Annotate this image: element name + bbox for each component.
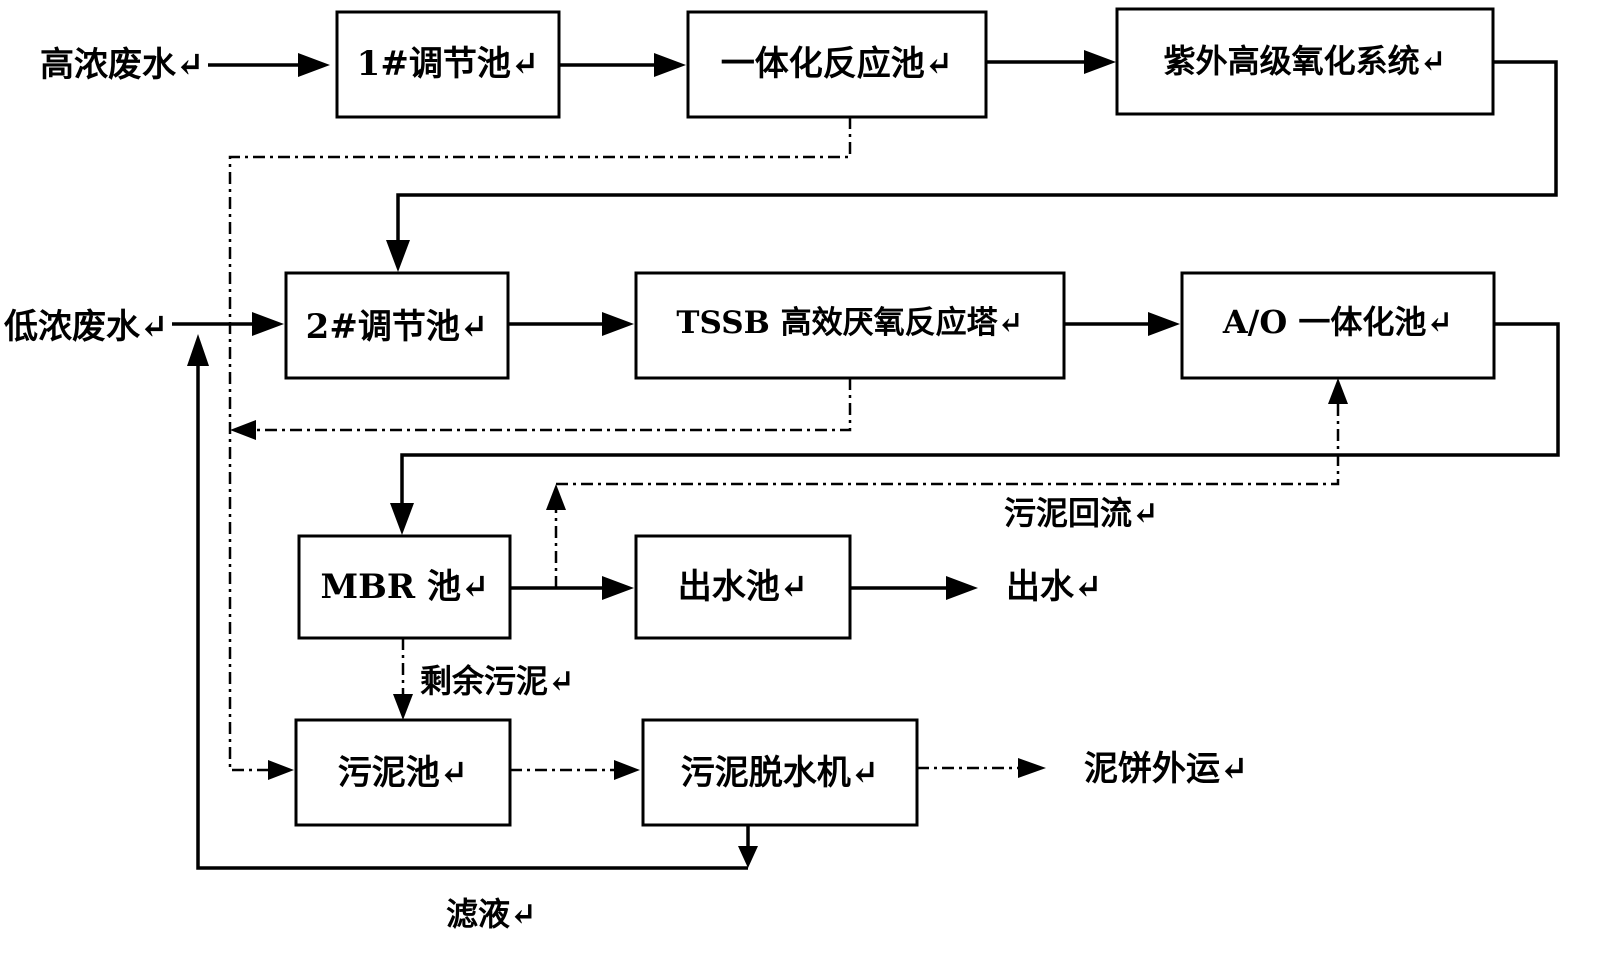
flow-tank2-to-tssb	[508, 312, 634, 336]
tank1-label: 1#调节池↵	[357, 44, 540, 84]
box-tank2: 2#调节池↵	[284, 271, 510, 380]
high-conc-wastewater-label: 高浓废水↵	[40, 45, 205, 85]
sludge-dewatering-machine-label: 污泥脱水机↵	[681, 753, 880, 793]
box-tssb-reactor: TSSB 高效厌氧反应塔↵	[634, 271, 1066, 380]
tssb-reactor-label: TSSB 高效厌氧反应塔↵	[676, 305, 1023, 341]
low-conc-wastewater-label: 低浓废水↵	[4, 307, 169, 347]
flow-excess-sludge	[393, 638, 413, 720]
flow-tssb-sludge-down	[230, 378, 852, 440]
flow-sludge-return-to-ao	[546, 378, 1348, 588]
effluent-label: 出水↵	[1006, 567, 1103, 607]
flow-dewatering-to-cake	[917, 758, 1046, 778]
sludge-tank-label: 污泥池↵	[338, 753, 469, 793]
box-uv-advanced-oxidation: 紫外高级氧化系统↵	[1115, 7, 1495, 116]
box-tank1: 1#调节池↵	[335, 10, 561, 119]
mbr-tank-label: MBR 池↵	[321, 567, 490, 607]
flow-high-to-tank1	[208, 53, 330, 77]
flow-reaction-sludge-down	[228, 117, 852, 780]
flow-low-to-tank2	[172, 312, 284, 336]
box-sludge-dewatering-machine: 污泥脱水机↵	[641, 718, 919, 827]
flow-mbr-to-effluent-tank	[510, 576, 634, 600]
box-integrated-reaction-tank: 一体化反应池↵	[686, 10, 988, 119]
effluent-tank-label: 出水池↵	[678, 567, 809, 607]
sludge-return-label: 污泥回流↵	[1004, 494, 1159, 532]
box-effluent-tank: 出水池↵	[634, 534, 852, 640]
sludge-cake-export-label: 泥饼外运↵	[1084, 749, 1249, 789]
flow-filtrate-return	[187, 334, 758, 870]
excess-sludge-label: 剩余污泥↵	[420, 662, 575, 700]
ao-tank-label: A/O 一体化池↵	[1222, 303, 1453, 341]
flow-uv-to-tank2	[386, 60, 1558, 272]
flow-ao-to-mbr	[390, 322, 1560, 535]
integrated-reaction-tank-label: 一体化反应池↵	[721, 44, 954, 84]
box-sludge-tank: 污泥池↵	[294, 718, 512, 827]
flow-reaction-to-uv	[986, 50, 1116, 74]
flow-sludge-tank-to-dewatering	[510, 760, 640, 780]
flow-effluent-tank-to-effluent	[850, 576, 978, 600]
filtrate-label: 滤液↵	[446, 895, 537, 933]
box-mbr-tank: MBR 池↵	[297, 534, 512, 640]
tank2-label: 2#调节池↵	[306, 307, 489, 347]
flow-tssb-to-ao	[1064, 312, 1180, 336]
flow-tank1-to-reaction	[559, 53, 686, 77]
box-ao-tank: A/O 一体化池↵	[1180, 271, 1496, 380]
uv-advanced-oxidation-label: 紫外高级氧化系统↵	[1164, 42, 1447, 80]
